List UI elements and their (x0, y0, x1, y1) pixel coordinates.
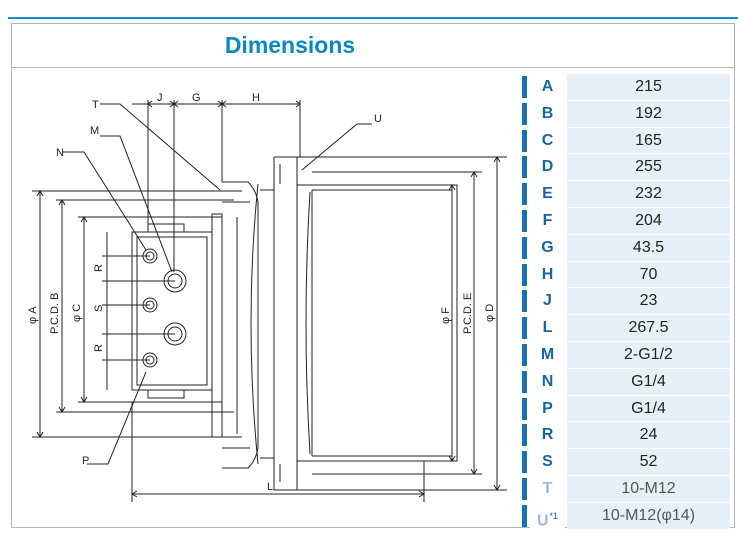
label-R-bottom: R (93, 344, 105, 352)
row-value: 232 (567, 181, 730, 208)
flange (250, 156, 298, 491)
dimension-drawing: T J G H U M N P L R S R φ A P.C.D. B φ C… (27, 92, 507, 502)
bottom-dimension (131, 402, 425, 502)
row-value: 10-M12(φ14) (567, 502, 730, 530)
label-phi-A: φ A (27, 306, 39, 324)
row-value: 255 (567, 154, 730, 182)
row-key: U*1 (530, 503, 565, 530)
label-phi-C: φ C (71, 304, 83, 322)
content-frame (11, 23, 735, 528)
title-divider (11, 67, 735, 68)
top-dimensions (132, 100, 301, 272)
row-key: P (530, 396, 565, 421)
row-key: J (530, 289, 565, 314)
header-rule (8, 17, 738, 19)
label-P: P (82, 455, 89, 467)
label-T: T (92, 99, 99, 111)
row-key: D (530, 155, 565, 180)
label-S: S (93, 305, 105, 312)
label-G: G (192, 92, 201, 104)
row-value: 70 (567, 261, 730, 289)
row-key: A (530, 75, 565, 99)
label-R-top: R (93, 264, 105, 272)
row-value: 267.5 (567, 315, 730, 342)
row-value: 165 (567, 127, 730, 155)
label-N: N (56, 147, 64, 159)
row-value: 24 (567, 422, 730, 450)
row-value: 23 (567, 288, 730, 316)
label-J: J (157, 92, 163, 104)
label-U: U (374, 113, 382, 125)
label-phi-D: φ D (484, 304, 496, 322)
right-dimensions (297, 156, 507, 491)
row-value: G1/4 (567, 395, 730, 423)
left-dimensions (32, 190, 242, 438)
row-value: 2-G1/2 (567, 341, 730, 369)
row-key: B (530, 101, 565, 126)
row-key: G (530, 235, 565, 260)
row-value: 192 (567, 100, 730, 128)
row-key: L (530, 316, 565, 341)
label-M: M (90, 125, 99, 137)
drum-body (296, 184, 458, 462)
row-key-letter: U (536, 512, 549, 530)
row-key: S (530, 450, 565, 475)
row-key: R (530, 423, 565, 448)
row-value: 52 (567, 449, 730, 476)
row-value: 215 (567, 74, 730, 101)
row-value: G1/4 (567, 368, 730, 396)
label-L: L (267, 481, 273, 493)
row-key: H (530, 262, 565, 287)
label-phi-F: φ F (440, 307, 452, 324)
row-value: 10-M12 (567, 475, 730, 503)
row-key: C (530, 128, 565, 153)
page-title: Dimensions (224, 32, 356, 58)
row-value: 43.5 (567, 234, 730, 262)
footnote-marker: *1 (549, 510, 559, 521)
row-value: 204 (567, 207, 730, 235)
label-pcd-B: P.C.D. B (49, 293, 61, 334)
row-key: E (530, 182, 565, 207)
row-key: T (530, 476, 565, 501)
leader-lines (62, 103, 372, 465)
row-key: N (530, 369, 565, 394)
valve-block (131, 223, 213, 399)
row-key: M (530, 342, 565, 367)
label-H: H (252, 92, 260, 104)
row-key: F (530, 208, 565, 233)
label-pcd-E: P.C.D. E (462, 293, 474, 334)
